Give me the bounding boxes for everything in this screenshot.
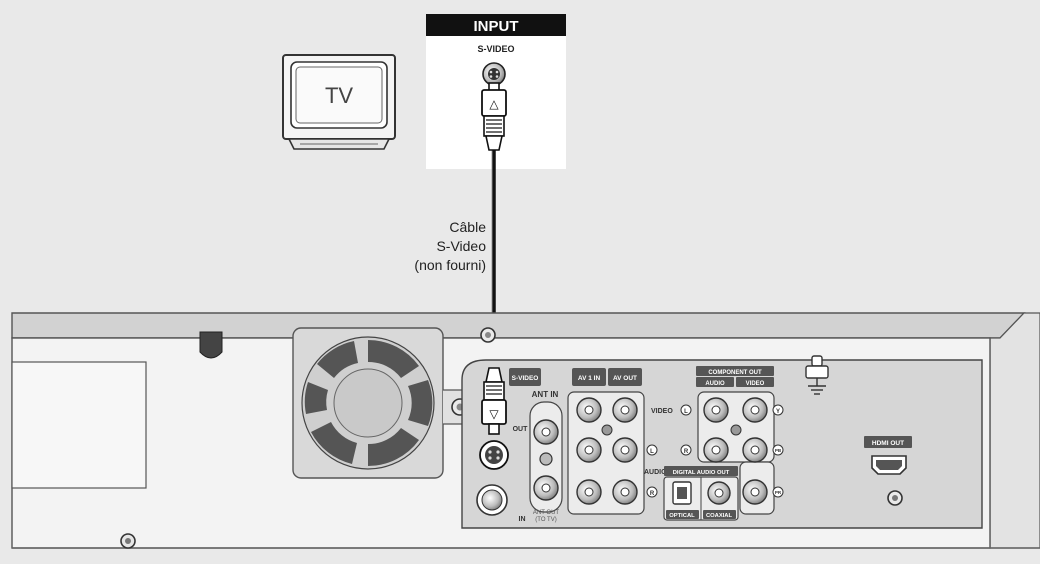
digital-audio-out-label: DIGITAL AUDIO OUT	[673, 470, 730, 476]
right-mark: R	[646, 486, 658, 498]
out-label: OUT	[513, 426, 529, 433]
hdmi-out-label: HDMI OUT	[872, 440, 904, 447]
svideo-panel-label: S-VIDEO	[512, 375, 539, 382]
svg-text:Y: Y	[776, 409, 780, 415]
optical-label: OPTICAL	[669, 513, 695, 519]
svg-text:R: R	[684, 449, 689, 455]
video-label: VIDEO	[651, 408, 673, 415]
component-left-mark: L	[680, 404, 692, 416]
input-header-label: INPUT	[474, 18, 519, 35]
component-right-mark: R	[680, 444, 692, 456]
in-label: IN	[519, 516, 526, 523]
svg-text:PR: PR	[775, 490, 782, 495]
top-svideo-plug: △	[481, 82, 507, 151]
optical-jack	[672, 481, 692, 505]
ground-terminal-icon	[805, 355, 829, 395]
audio-label: AUDIO	[644, 469, 667, 476]
tv-label: TV	[325, 83, 353, 108]
cable-label-line2: S-Video	[436, 238, 486, 254]
av-out-label: AV OUT	[613, 375, 637, 382]
ant-out-label: ANT OUT	[533, 510, 560, 516]
av1-in-label: AV 1 IN	[578, 375, 601, 382]
hdmi-port	[871, 455, 907, 475]
pr-mark: PR	[772, 486, 784, 498]
cable-label-line3: (non fourni)	[414, 257, 486, 273]
component-jacks	[703, 397, 768, 505]
in-jack	[476, 484, 508, 516]
pb-mark: PB	[772, 444, 784, 456]
component-audio-label: AUDIO	[705, 381, 725, 387]
svg-text:R: R	[650, 491, 655, 497]
bottom-plug-mark: ▽	[489, 407, 499, 421]
coaxial-label: COAXIAL	[706, 513, 733, 519]
svg-text:PB: PB	[775, 448, 782, 453]
tv-svideo-jack	[482, 62, 506, 86]
ant-in-label: ANT IN	[532, 390, 559, 399]
top-plug-mark: △	[489, 97, 499, 111]
ant-out-jack	[533, 475, 559, 501]
svg-text:L: L	[650, 449, 654, 455]
ant-out-sub-label: (TO TV)	[535, 517, 556, 523]
cooling-fan	[292, 327, 479, 479]
y-mark: Y	[772, 404, 784, 416]
cable-label-line1: Câble	[449, 219, 486, 235]
recorder-svideo-jack	[479, 440, 509, 470]
component-video-label: VIDEO	[746, 381, 765, 387]
tv-svideo-label: S-VIDEO	[477, 44, 514, 54]
av-rca-jacks	[576, 397, 638, 505]
left-mark: L	[646, 444, 658, 456]
ant-in-jack	[533, 419, 559, 445]
tv-icon: TV	[282, 54, 396, 150]
coaxial-jack	[707, 481, 731, 505]
component-out-label: COMPONENT OUT	[708, 370, 762, 376]
bottom-svideo-plug: ▽	[481, 367, 507, 435]
svg-text:L: L	[684, 409, 688, 415]
